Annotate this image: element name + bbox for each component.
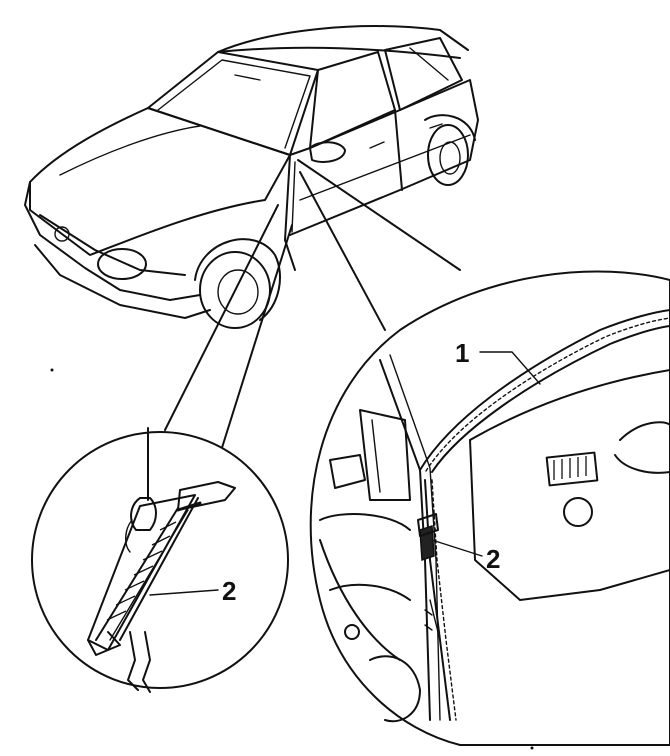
dashboard [469,439,670,601]
callout-2-detail: 2 [222,576,236,606]
door-screw-icon [344,624,360,640]
magnifier-cones [164,159,461,471]
headlight-icon [97,248,147,280]
callout-2-door: 2 [486,544,500,574]
front-door-window [309,51,396,149]
car-illustration [24,25,479,329]
leader-seal [479,351,541,385]
callout-1-seal: 1 [455,338,469,368]
emblem-icon [54,226,70,242]
rear-wheel [427,124,469,186]
door-seal-strip [419,309,670,471]
leader-drain-door [431,539,483,557]
detail-circle-drain-tube: 2 [31,427,289,693]
drain-tube-top [177,481,236,511]
front-wheel [199,251,271,329]
door-frame-pillar [379,359,431,721]
door-pocket [319,539,401,661]
dashboard-knob [563,497,593,527]
windshield [147,51,319,156]
leader-drain-detail [149,589,219,596]
door-handle [329,454,366,489]
mirror-interior [234,74,261,81]
stray-dot [530,746,534,750]
rear-door-window [384,37,463,111]
drain-tube-hatch [106,521,177,621]
side-mirror-icon [309,141,346,163]
air-vent-icon [545,451,599,487]
front-grille [39,214,186,276]
hood [29,107,291,256]
detail-circle-door-opening: 1 2 [309,270,670,746]
b-pillar [394,109,403,191]
stray-dot [50,368,54,372]
door-window-frame [359,409,411,501]
